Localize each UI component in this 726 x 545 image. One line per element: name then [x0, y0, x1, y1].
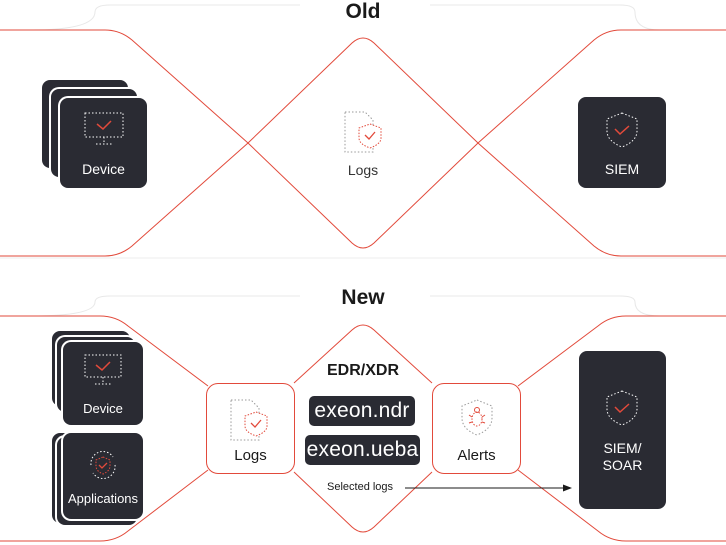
new-title: New — [341, 286, 385, 309]
old-device-label: Device — [82, 161, 125, 177]
applications-label: Applications — [67, 491, 139, 506]
old-siem-label: SIEM — [604, 161, 640, 177]
new-diamond-bottom — [293, 471, 433, 533]
logs-document-icon — [344, 111, 382, 153]
new-logs-label: Logs — [234, 447, 267, 464]
exeon-ndr-logo: exeon.ndr — [309, 396, 415, 426]
old-diamond-bottom — [247, 142, 479, 249]
siem-soar-label-line1: SIEM/ — [603, 440, 642, 456]
shield-icon — [606, 390, 638, 426]
applications-card: Applications — [63, 433, 143, 519]
alerts-box: Alerts — [432, 383, 521, 474]
new-header-divider-right — [430, 295, 726, 317]
old-header-divider-left — [0, 4, 300, 31]
siem-soar-card: SIEM/ SOAR — [579, 351, 666, 509]
shield-icon — [606, 112, 638, 148]
new-line-bottom-left — [0, 469, 209, 542]
new-logs-box: Logs — [206, 383, 295, 474]
new-line-top-right — [517, 315, 726, 387]
monitor-icon — [84, 112, 124, 145]
old-line-bottom-right — [477, 142, 726, 257]
exeon-ueba-logo: exeon.ueba — [305, 435, 420, 465]
old-logs-label: Logs — [347, 162, 379, 178]
bug-shield-icon — [461, 399, 493, 436]
old-line-bottom-left — [0, 142, 249, 257]
old-device-card: Device — [60, 98, 147, 188]
new-device-label: Device — [83, 401, 123, 416]
refresh-shield-icon — [90, 451, 116, 479]
edr-xdr-label: EDR/XDR — [326, 362, 399, 379]
old-line-top-left — [0, 29, 249, 144]
old-title: Old — [345, 0, 381, 23]
arrow-head-icon — [563, 484, 572, 492]
new-header-divider-left — [0, 295, 300, 317]
old-siem-card: SIEM — [578, 97, 666, 188]
alerts-label: Alerts — [457, 447, 496, 464]
old-diamond-top — [247, 37, 479, 144]
new-diamond-top — [293, 324, 433, 384]
old-line-top-right — [477, 29, 726, 144]
monitor-icon — [84, 354, 122, 385]
selected-logs-label: Selected logs — [327, 481, 394, 493]
new-line-top-left — [0, 315, 209, 387]
siem-soar-label-line2: SOAR — [602, 457, 643, 473]
logs-document-icon — [230, 399, 268, 441]
old-header-divider-right — [430, 4, 726, 31]
new-line-bottom-right — [517, 469, 726, 542]
new-device-card: Device — [63, 342, 143, 425]
